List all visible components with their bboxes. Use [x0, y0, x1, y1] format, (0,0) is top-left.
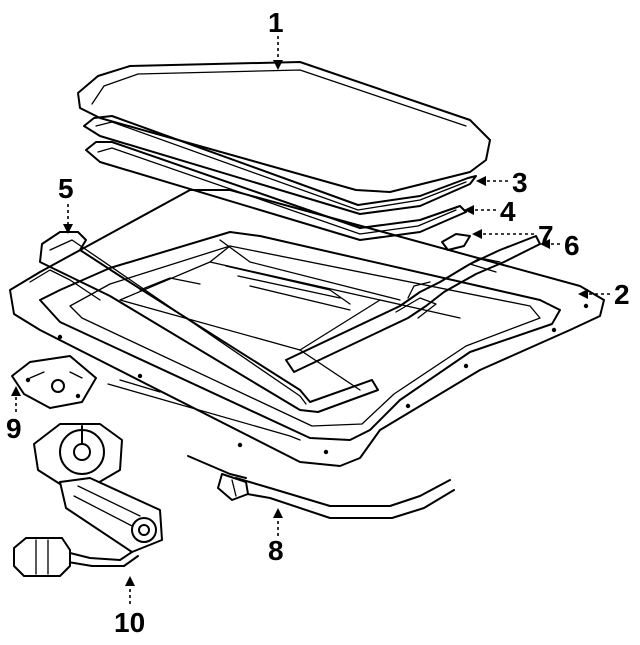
leader-lines: [11, 36, 610, 604]
callout-4: 4: [500, 196, 516, 227]
roof-frame-part: [9, 189, 605, 467]
front-rail-part: [29, 231, 379, 413]
sunroof-motor-part: [13, 423, 163, 577]
callout-10: 10: [114, 607, 145, 638]
callout-7: 7: [538, 220, 554, 251]
clip-part: [441, 233, 471, 251]
callout-2: 2: [614, 279, 630, 310]
mounting-bracket-part: [11, 355, 97, 409]
lower-seal-part: [85, 141, 467, 241]
callout-6: 6: [564, 230, 580, 261]
callout-9: 9: [6, 413, 22, 444]
callout-3: 3: [512, 167, 528, 198]
upper-seal-part: [83, 115, 477, 215]
callout-8: 8: [268, 535, 284, 566]
drive-cable-part: [187, 455, 455, 519]
callout-5: 5: [58, 173, 74, 204]
callout-1: 1: [268, 7, 284, 38]
